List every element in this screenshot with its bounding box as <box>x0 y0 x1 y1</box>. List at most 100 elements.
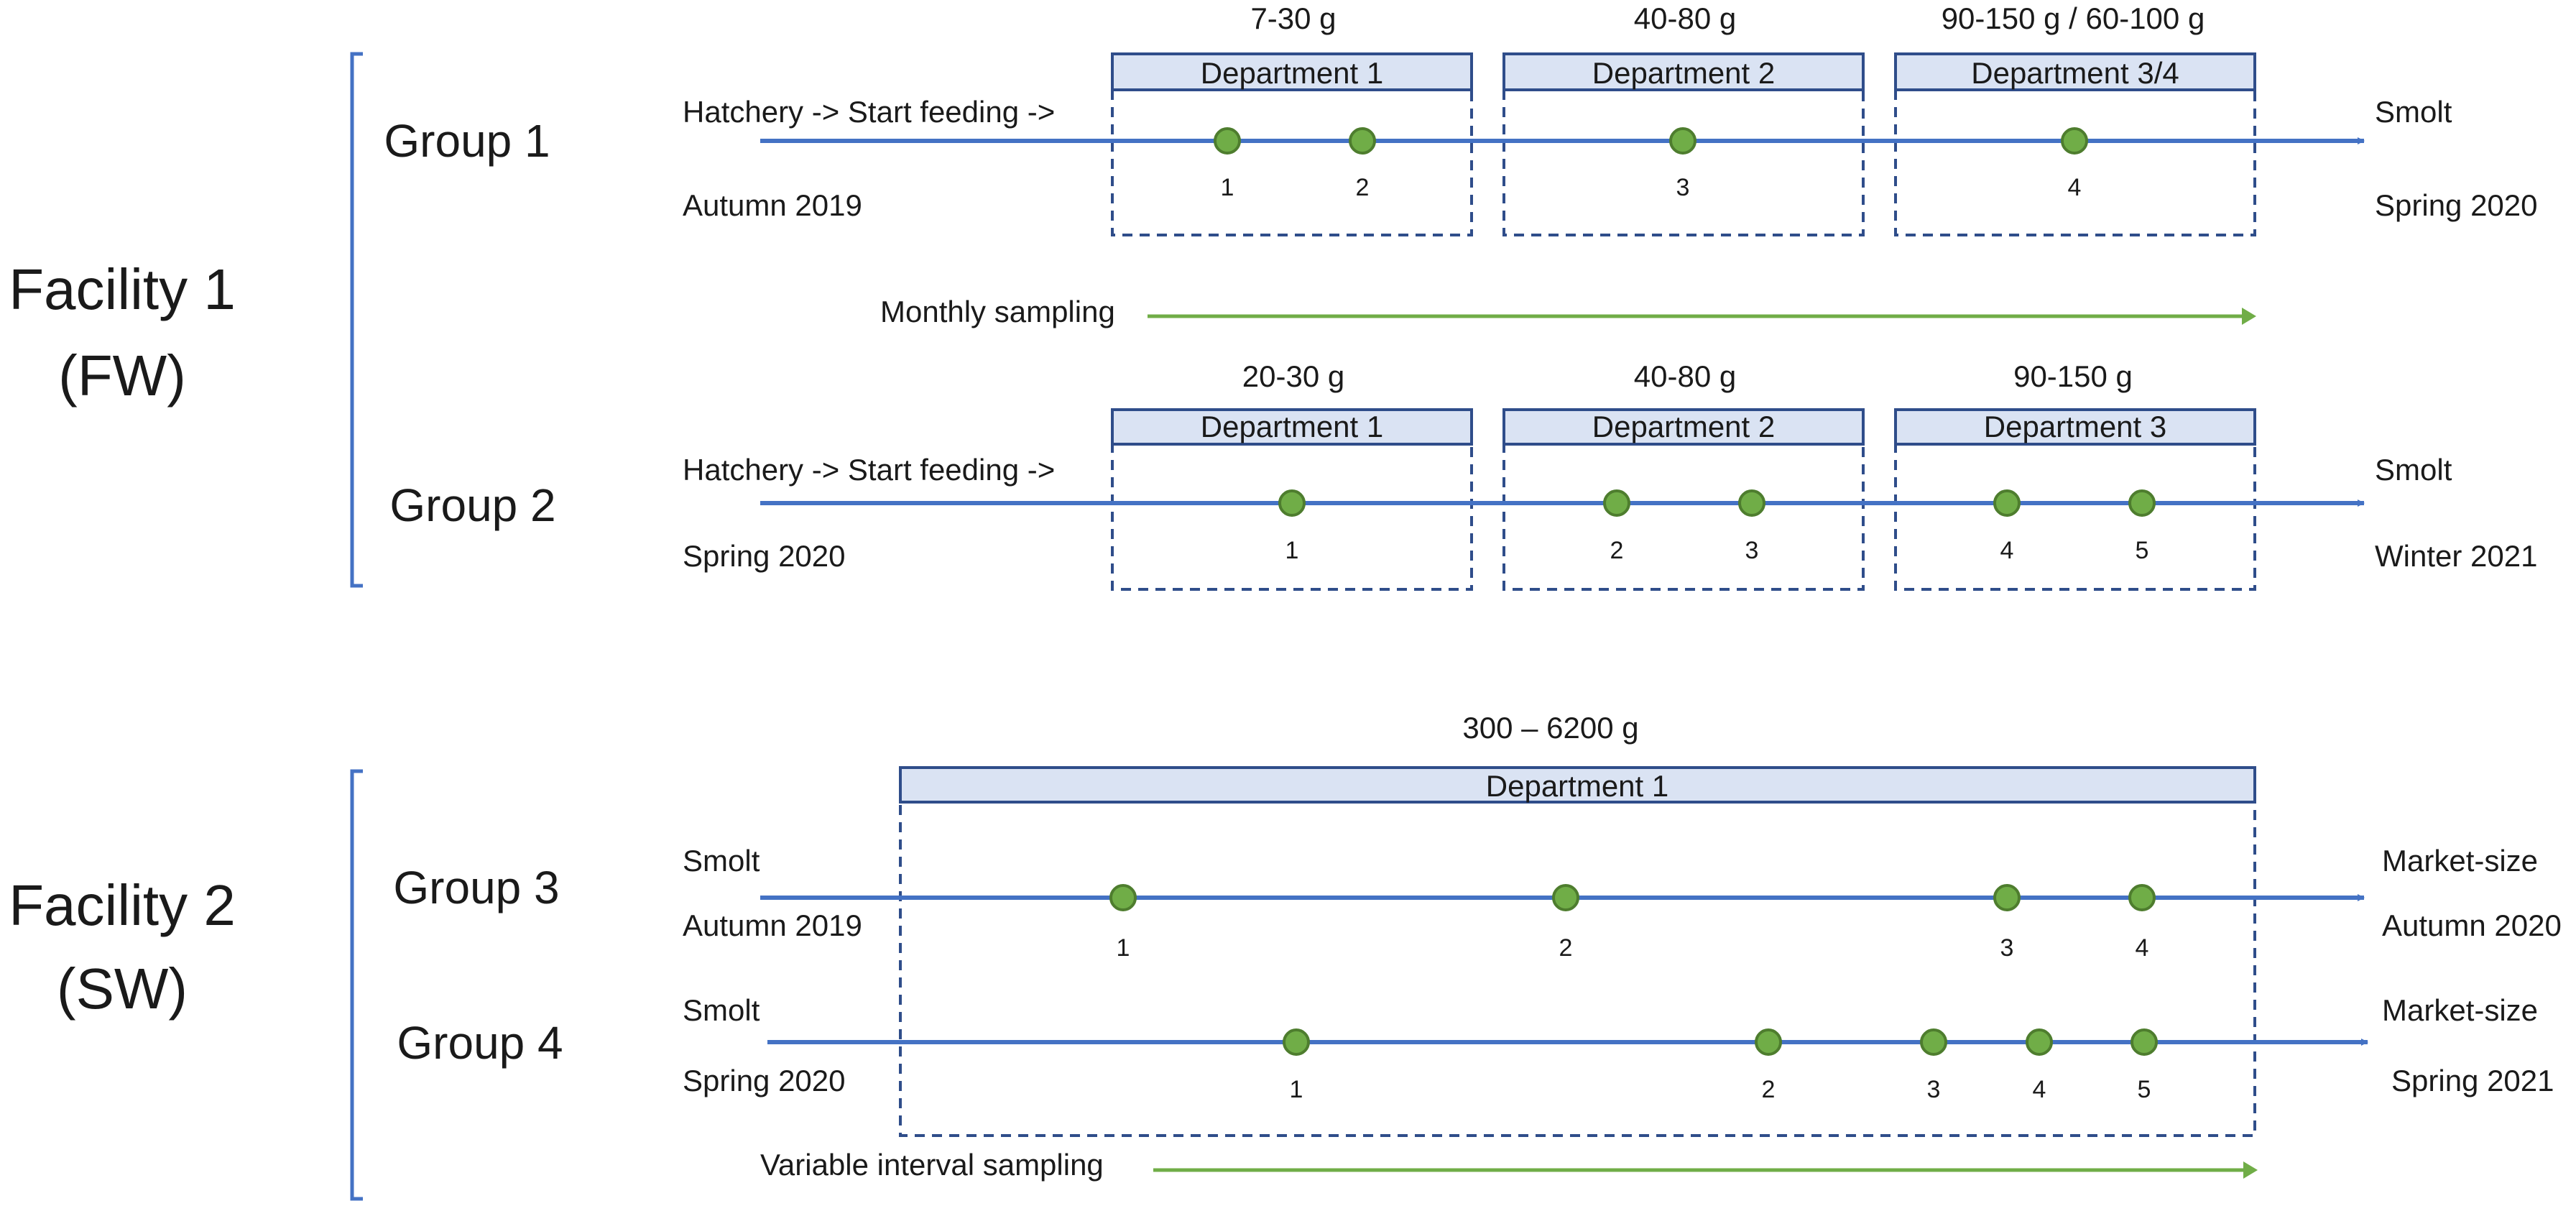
facility-2-title: Facility 2 <box>9 873 236 937</box>
group-1-end-label: Smolt <box>2375 95 2452 129</box>
group-1-dept-3-header <box>1894 52 2256 91</box>
group-1-sample-4: 4 <box>2061 127 2088 201</box>
group-1-start-time: Autumn 2019 <box>683 188 862 222</box>
group-2-end-time: Winter 2021 <box>2375 539 2537 573</box>
sample-number: 4 <box>2068 174 2082 201</box>
sample-point <box>2026 1028 2053 1056</box>
group-3-sample-2: 2 <box>1552 884 1579 962</box>
group-1-dept-1-header <box>1111 52 1473 91</box>
group-3-start-label: Smolt <box>683 844 760 878</box>
group-2-start-time: Spring 2020 <box>683 539 846 573</box>
sample-point <box>2061 127 2088 155</box>
group-2-start-label: Hatchery -> Start feeding -> <box>683 453 1055 487</box>
sample-point <box>1214 127 1241 155</box>
sample-point <box>1349 127 1376 155</box>
group-2-dept-1-weight: 20-30 g <box>1242 359 1344 393</box>
group-3-start-time: Autumn 2019 <box>683 908 862 942</box>
sample-point <box>1738 489 1765 517</box>
group-1-sample-1: 1 <box>1214 127 1241 201</box>
facility-2-dept-box <box>899 766 2256 1137</box>
sample-number: 5 <box>2138 1076 2151 1103</box>
group-2-dept-3-label: Department 3 <box>1984 410 2166 443</box>
group-2-dept-2-header <box>1502 408 1865 446</box>
sample-number: 1 <box>1285 537 1299 564</box>
group-4-sample-1: 1 <box>1283 1028 1310 1103</box>
facility-2-dept-label: Department 1 <box>1486 769 1668 803</box>
monthly-sampling-arrowhead <box>2242 308 2256 325</box>
sample-point <box>2128 489 2156 517</box>
variable-sampling-arrowhead <box>2243 1161 2258 1179</box>
group-3-title: Group 3 <box>393 862 559 913</box>
group-2-sample-2: 2 <box>1603 489 1630 564</box>
facility-2-bracket <box>350 769 363 1201</box>
sample-point <box>1603 489 1630 517</box>
group-1-dept-1-label: Department 1 <box>1201 56 1383 90</box>
group-4-sample-4: 4 <box>2026 1028 2053 1103</box>
sample-number: 4 <box>2136 934 2149 962</box>
group-2-sample-5: 5 <box>2128 489 2156 564</box>
group-1-end-time: Spring 2020 <box>2375 188 2538 222</box>
sample-point <box>1109 884 1137 911</box>
group-1-dept-2-label: Department 2 <box>1592 56 1775 90</box>
facility-1-title: Facility 1 <box>9 257 236 321</box>
sample-number: 3 <box>1745 537 1759 564</box>
group-2-department-2: 40-80 g Department 2 <box>1502 359 1865 591</box>
sample-number: 1 <box>1117 934 1130 962</box>
sample-number: 2 <box>1610 537 1624 564</box>
sample-point <box>2128 884 2156 911</box>
sample-point <box>1993 489 2021 517</box>
group-4-start-label: Smolt <box>683 993 760 1027</box>
group-1-dept-2-header <box>1502 52 1865 91</box>
sample-point <box>1278 489 1306 517</box>
group-2-dept-1-header <box>1111 408 1473 446</box>
facility-1-subtitle: (FW) <box>58 344 186 408</box>
sample-point <box>1993 884 2021 911</box>
sample-point <box>1552 884 1579 911</box>
group-1-department-1: 7-30 g Department 1 <box>1111 1 1473 236</box>
sample-number: 1 <box>1290 1076 1303 1103</box>
sample-number: 2 <box>1762 1076 1776 1103</box>
group-1-dept-3-weight: 90-150 g / 60-100 g <box>1942 1 2205 35</box>
facility-2-department-1: 300 – 6200 g Department 1 <box>899 711 2256 1137</box>
group-2-sample-3: 3 <box>1738 489 1765 564</box>
group-2-title: Group 2 <box>389 479 555 531</box>
group-4-sample-3: 3 <box>1920 1028 1947 1103</box>
group-4-end-label: Market-size <box>2382 993 2538 1027</box>
sample-number: 3 <box>1927 1076 1941 1103</box>
group-2-dept-3-header <box>1894 408 2256 446</box>
facility-2-dept-header <box>899 766 2256 804</box>
group-2-sample-4: 4 <box>1993 489 2021 564</box>
group-2-dept-2-label: Department 2 <box>1592 410 1775 443</box>
sample-number: 4 <box>2000 537 2014 564</box>
group-2-end-label: Smolt <box>2375 453 2452 487</box>
group-4-title: Group 4 <box>397 1017 563 1069</box>
group-1-title: Group 1 <box>384 115 550 167</box>
sample-point <box>1283 1028 1310 1056</box>
group-4-sample-2: 2 <box>1755 1028 1782 1103</box>
group-2-dept-2-weight: 40-80 g <box>1634 359 1736 393</box>
group-1-dept-1-weight: 7-30 g <box>1250 1 1336 35</box>
sample-number: 5 <box>2136 537 2149 564</box>
facility-2-dept-weight: 300 – 6200 g <box>1462 711 1638 745</box>
sample-number: 2 <box>1356 174 1370 201</box>
sample-number: 1 <box>1221 174 1234 201</box>
facility-1-bracket <box>350 52 363 588</box>
group-2-dept-1-label: Department 1 <box>1201 410 1383 443</box>
group-2-department-3: 90-150 g Department 3 <box>1894 359 2256 591</box>
group-1-start-label: Hatchery -> Start feeding -> <box>683 95 1055 129</box>
group-2-dept-3-weight: 90-150 g <box>2013 359 2133 393</box>
facility-2-subtitle: (SW) <box>57 957 188 1021</box>
group-4-end-time: Spring 2021 <box>2391 1064 2554 1097</box>
group-3-sample-3: 3 <box>1993 884 2021 962</box>
group-1-dept-3-label: Department 3/4 <box>1971 56 2179 90</box>
group-1-department-2: 40-80 g Department 2 <box>1502 1 1865 236</box>
group-2-sample-1: 1 <box>1278 489 1306 564</box>
group-1-sample-2: 2 <box>1349 127 1376 201</box>
group-1-dept-2-weight: 40-80 g <box>1634 1 1736 35</box>
monthly-sampling-label: Monthly sampling <box>880 295 1115 328</box>
group-3-sample-4: 4 <box>2128 884 2156 962</box>
variable-sampling-label: Variable interval sampling <box>760 1148 1104 1182</box>
group-4-start-time: Spring 2020 <box>683 1064 846 1097</box>
sample-number: 3 <box>2000 934 2014 962</box>
